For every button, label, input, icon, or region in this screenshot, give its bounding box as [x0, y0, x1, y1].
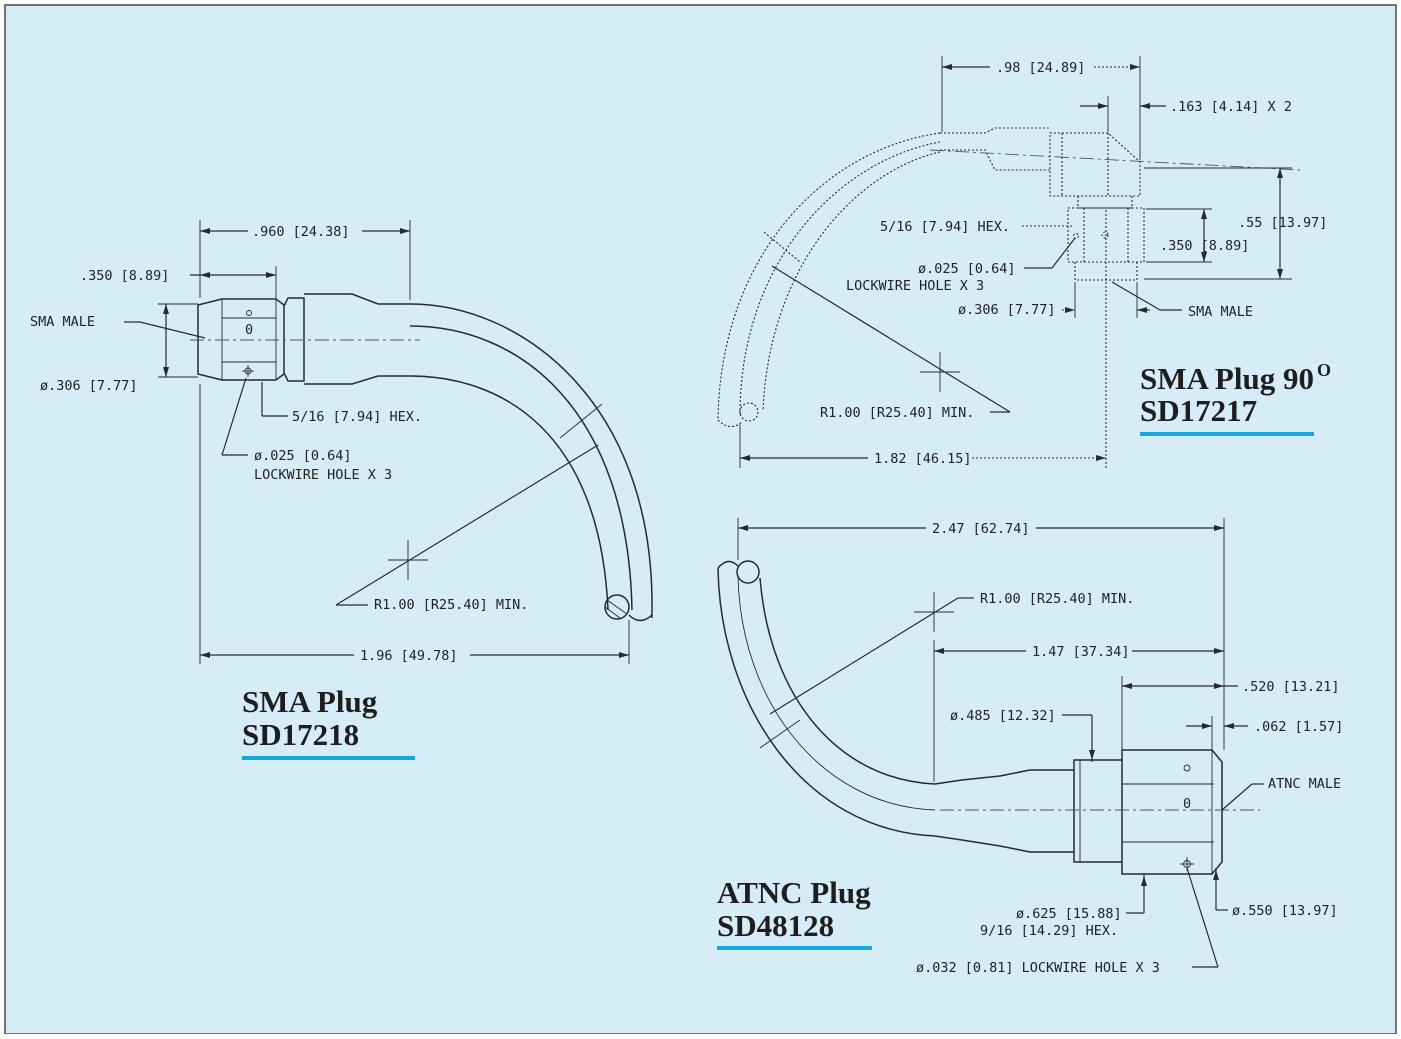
sma-plug-nut-mark: 0: [245, 322, 253, 338]
atnc-plug-dim-nut-length: .520 [13.21]: [1242, 679, 1340, 695]
sma-plug-dim-hex-length: .350 [8.89]: [80, 268, 169, 284]
atnc-plug-drawing: 0 R1.00 [R25.40] MIN. 2.47 [62.74]: [717, 518, 1343, 976]
sma-plug-90-dim-hex-height: .350 [8.89]: [1160, 238, 1249, 254]
sma-plug-90-dim-hex: 5/16 [7.94] HEX.: [880, 219, 1010, 235]
sma-plug-90-drawing: R1.00 [R25.40] MIN. .98 [24.89] .163 [4.…: [717, 56, 1331, 468]
sma-plug-90-cable-bend: [717, 132, 941, 421]
sma-plug-90-part-number: SD17217: [1140, 393, 1257, 428]
sma-plug-90-nut: [1067, 207, 1145, 263]
atnc-plug-ferrule: [1073, 759, 1122, 863]
sma-plug-90-housing: [1049, 132, 1141, 197]
atnc-plug-dim-tip-dia: ø.550 [13.97]: [1232, 903, 1338, 919]
sma-plug-90-dim-length: .98 [24.89]: [996, 60, 1085, 76]
atnc-plug-dim-span: 2.47 [62.74]: [932, 521, 1030, 537]
atnc-plug-dim-hex: 9/16 [14.29] HEX.: [980, 923, 1118, 939]
sma-plug-part-number: SD17218: [242, 717, 359, 752]
atnc-plug-title: ATNC Plug: [717, 875, 871, 910]
sma-plug-90-dim-diameter: ø.306 [7.77]: [958, 302, 1056, 318]
sma-plug-90-dim-lockwire: LOCKWIRE HOLE X 3: [846, 278, 984, 294]
sma-plug-drawing: 0 .960 [24.38] .350 [8.89]: [30, 220, 653, 760]
sma-plug-90-degree: O: [1317, 360, 1331, 380]
sma-plug-90-dim-radius: R1.00 [R25.40] MIN.: [820, 405, 974, 421]
atnc-plug-dim-radius: R1.00 [R25.40] MIN.: [980, 591, 1134, 607]
atnc-plug-cable-bend: [759, 577, 936, 785]
sma-plug-ferrule: [304, 293, 410, 305]
atnc-plug-nut-mark: 0: [1183, 796, 1191, 812]
panel-background: [4, 4, 1397, 1035]
atnc-plug-dim-ferrule-dia: ø.485 [12.32]: [950, 708, 1056, 724]
sma-plug-dim-radius: R1.00 [R25.40] MIN.: [374, 597, 528, 613]
sma-plug-dim-length: .960 [24.38]: [252, 224, 350, 240]
sma-plug-dim-span: 1.96 [49.78]: [360, 648, 458, 664]
sma-plug-collar: [283, 297, 305, 382]
sma-plug-dim-lockwire-dia: ø.025 [0.64]: [254, 448, 352, 464]
atnc-plug-connector-label: ATNC MALE: [1268, 776, 1341, 792]
sma-plug-dim-diameter: ø.306 [7.77]: [40, 378, 138, 394]
sma-plug-90-dim-span: 1.82 [46.15]: [874, 451, 972, 467]
sma-plug-90-title: SMA Plug 90: [1140, 361, 1314, 396]
sma-plug-90-dim-lockwire-dia: ø.025 [0.64]: [918, 261, 1016, 277]
atnc-plug-dim-nut-dia: ø.625 [15.88]: [1016, 906, 1122, 922]
atnc-plug-part-number: SD48128: [717, 908, 834, 943]
atnc-plug-dim-offset: .062 [1.57]: [1254, 719, 1343, 735]
sma-plug-dim-hex: 5/16 [7.94] HEX.: [292, 409, 422, 425]
sma-plug-90-dim-offset: .163 [4.14] X 2: [1170, 99, 1292, 115]
atnc-plug-dim-length: 1.47 [37.34]: [1032, 644, 1130, 660]
sma-plug-connector-label: SMA MALE: [30, 314, 95, 330]
atnc-plug-dim-lockwire: ø.032 [0.81] LOCKWIRE HOLE X 3: [916, 960, 1160, 976]
sma-plug-90-dim-height: .55 [13.97]: [1238, 215, 1327, 231]
sma-plug-title: SMA Plug: [242, 684, 378, 719]
sma-plug-dim-lockwire: LOCKWIRE HOLE X 3: [254, 467, 392, 483]
sma-plug-cable-bend: [409, 303, 653, 618]
sma-plug-90-connector-label: SMA MALE: [1188, 304, 1253, 320]
